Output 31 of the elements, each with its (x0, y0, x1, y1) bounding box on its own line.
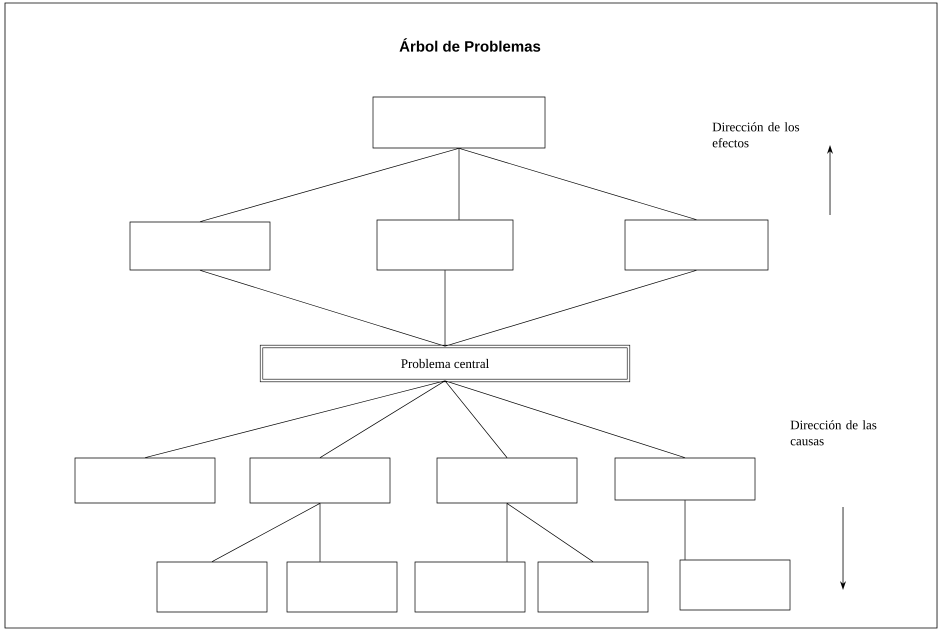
connector-line (506, 503, 508, 562)
empty-box (286, 562, 398, 612)
connector-line (458, 148, 697, 220)
empty-box (436, 458, 578, 504)
direction-label: Dirección de las causas (790, 420, 876, 446)
empty-box (614, 458, 756, 500)
empty-box (156, 562, 268, 612)
connector-line (444, 380, 508, 458)
empty-box (624, 220, 768, 270)
connector-line (200, 270, 446, 347)
connector-line (444, 270, 697, 347)
connector-line (212, 503, 320, 562)
connector-line (200, 148, 460, 222)
empty-box (376, 220, 514, 270)
direction-label: Dirección de los efectos (712, 122, 800, 148)
empty-box (680, 560, 790, 610)
empty-box (250, 458, 390, 504)
connector-line (444, 380, 686, 458)
empty-box (130, 222, 270, 270)
connector-line (444, 270, 446, 347)
title: Árbol de Problemas (400, 38, 540, 52)
connector-line (458, 148, 460, 220)
empty-box (414, 562, 526, 612)
connector-line (506, 503, 594, 562)
empty-box (372, 96, 546, 148)
connector-line (684, 500, 686, 560)
empty-box (74, 458, 216, 504)
empty-box (538, 562, 648, 612)
connector-line (144, 380, 446, 458)
connector-line (320, 380, 446, 458)
problem-box: Problema central (260, 344, 630, 382)
